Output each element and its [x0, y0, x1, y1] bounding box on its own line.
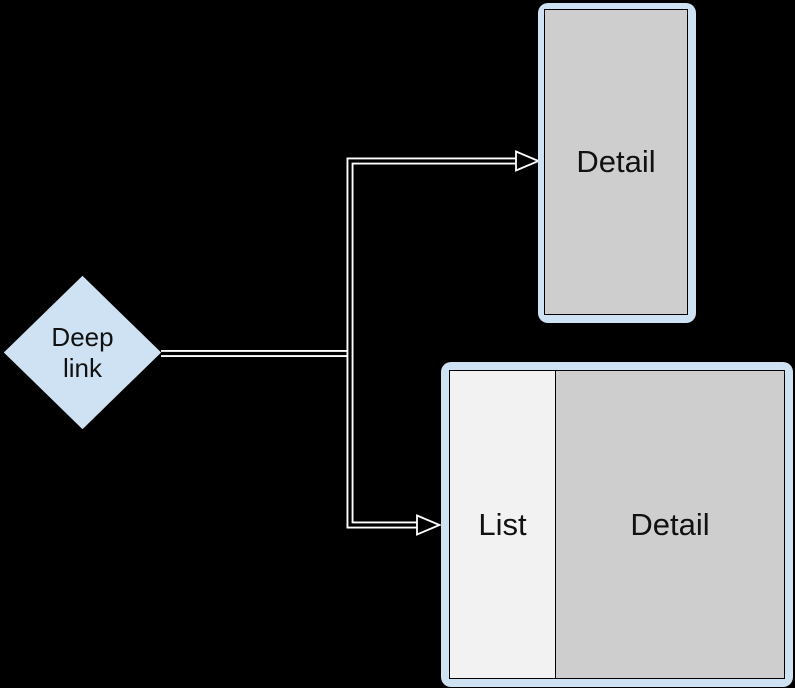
detail-card-inner: Detail: [544, 9, 688, 315]
list-detail-card-inner: List Detail: [449, 370, 785, 679]
arrowhead-to-detail-icon: [515, 150, 541, 172]
list-pane: List: [450, 371, 556, 678]
arrowhead-to-list-detail-icon: [416, 514, 442, 536]
connector-branches-core: [348, 159, 516, 527]
detail-pane-split: Detail: [556, 371, 784, 678]
list-detail-card: List Detail: [441, 362, 793, 687]
detail-pane: Detail: [545, 10, 687, 314]
detail-card: Detail: [538, 3, 696, 323]
deep-link-label: Deep link: [51, 322, 114, 383]
